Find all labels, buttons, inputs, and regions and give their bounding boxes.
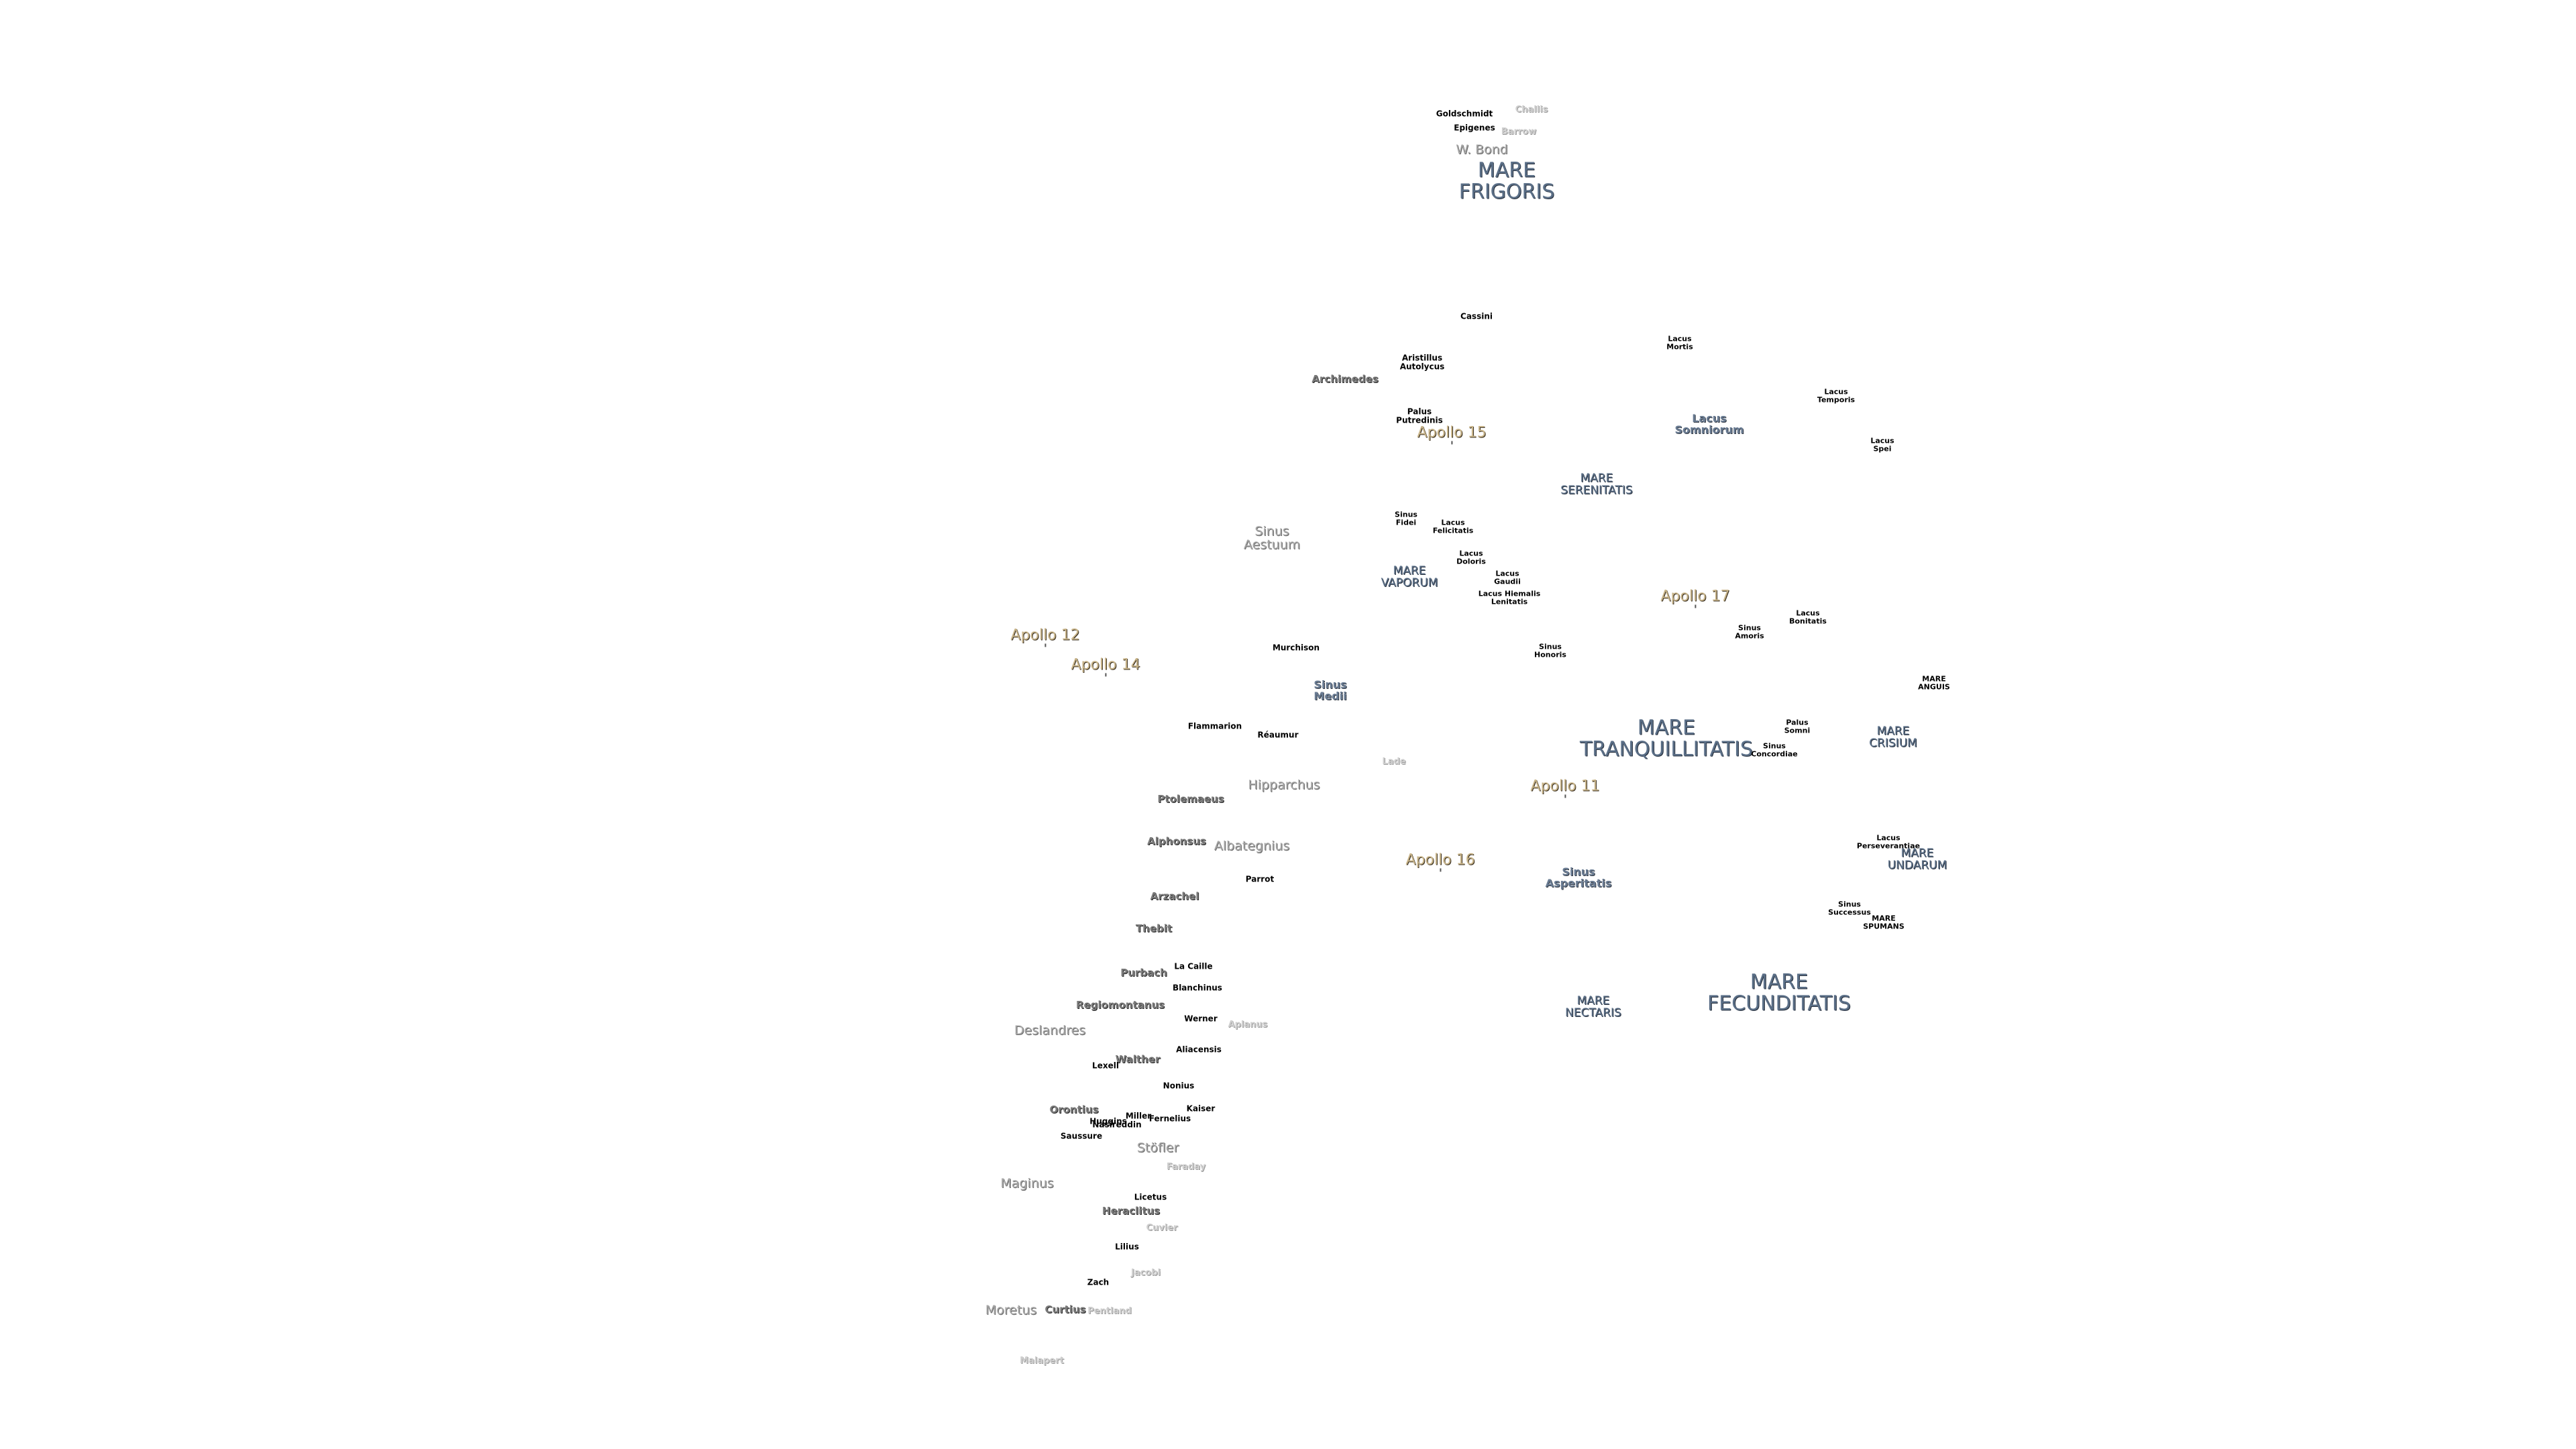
grey-label-deslandres: Deslandres [1014,1023,1086,1038]
crater-s-label-lexell: Lexell [1092,1061,1119,1071]
crater-s-label-flammarion: Flammarion [1187,721,1242,731]
mare-label-mare-undarum: MARE UNDARUM [1887,847,1947,872]
crater-label-alphonsus: Alphonsus [1147,835,1206,848]
crater-s-label-r-aumur: Réaumur [1257,730,1299,740]
crater-s-label-werner: Werner [1184,1014,1218,1024]
faint-label-malapert: Malapert [1020,1356,1064,1366]
crater-label-walther: Walther [1115,1053,1161,1066]
mare-label-mare-serenitatis: MARE SERENITATIS [1560,472,1633,497]
crater-s-label-nonius: Nonius [1163,1081,1195,1091]
lacus-s-label-sinus-successus: Sinus Successus [1828,900,1871,916]
grey-label-w-bond: W. Bond [1456,142,1508,158]
crater-s-label-parrot: Parrot [1245,874,1275,884]
lacus-s-label-lacus-temporis: Lacus Temporis [1817,387,1856,404]
lacus-s-label-lacus-gaudii: Lacus Gaudii [1494,569,1521,586]
crater-s-label-zach: Zach [1087,1277,1110,1287]
lacus-s-label-sinus-amoris: Sinus Amoris [1735,623,1764,640]
faint-label-barrow: Barrow [1501,127,1537,138]
lacus-s-label-sinus-concordiae: Sinus Concordiae [1751,741,1798,758]
grey-label-moretus: Moretus [985,1303,1037,1318]
crater-label-purbach: Purbach [1120,967,1167,979]
grey-label-hipparchus: Hipparchus [1248,777,1320,793]
faint-label-lade: Lade [1382,757,1406,767]
landing-site-apollo-16: Apollo 16 [1405,851,1475,869]
lacus-s-label-lacus-hiemalis-lenitatis: Lacus Hiemalis Lenitatis [1478,589,1541,606]
lacus-s-label-mare-spumans: MARE SPUMANS [1863,914,1904,930]
lacus-s-label-palus-somni: Palus Somni [1784,718,1811,735]
crater-s-label-palus-putredinis: Palus Putredinis [1396,407,1443,425]
crater-s-label-miller: Miller [1125,1111,1152,1121]
crater-s-label-lilius: Lilius [1115,1242,1139,1252]
lacus-s-label-mare-anguis: MARE ANGUIS [1918,674,1950,691]
crater-s-label-huggins: Huggins [1089,1116,1127,1126]
mare-label-mare-crisium: MARE CRISIUM [1869,724,1917,750]
crater-s-label-aliacensis: Aliacensis [1176,1044,1222,1055]
faint-label-jacobi: Jacobi [1130,1268,1161,1279]
crater-s-label-aristillus-autolycus: Aristillus Autolycus [1399,353,1445,371]
lacus-s-label-lacus-bonitatis: Lacus Bonitatis [1789,608,1827,625]
mare-label-mare-vaporum: MARE VAPORUM [1381,564,1438,590]
crater-s-label-cassini: Cassini [1460,311,1493,321]
faint-label-cuvier: Cuvier [1146,1223,1178,1234]
crater-label-curtius: Curtius [1044,1303,1086,1316]
lacus-label-sinus-asperitatis: Sinus Asperitatis [1545,865,1612,890]
mare-label-mare-tranquillitatis: MARE TRANQUILLITATIS [1579,716,1754,761]
lacus-s-label-lacus-spei: Lacus Spei [1870,436,1894,453]
landing-site-apollo-17: Apollo 17 [1660,588,1730,605]
crater-label-archimedes: Archimedes [1311,373,1379,386]
crater-label-heraclitus: Heraclitus [1102,1205,1161,1218]
landing-site-apollo-15: Apollo 15 [1417,424,1487,441]
landing-site-apollo-11: Apollo 11 [1530,777,1600,795]
crater-s-label-goldschmidt: Goldschmidt [1436,109,1493,119]
crater-s-label-licetus: Licetus [1134,1192,1167,1202]
grey-label-albategnius: Albategnius [1214,839,1290,854]
crater-s-label-epigenes: Epigenes [1454,123,1495,133]
crater-s-label-saussure: Saussure [1060,1131,1103,1141]
mare-label-mare-fecunditatis: MARE FECUNDITATIS [1707,970,1851,1015]
grey-label-maginus: Maginus [1000,1176,1054,1191]
landing-site-apollo-12: Apollo 12 [1010,627,1080,644]
faint-label-challis: Challis [1515,105,1548,115]
lacus-label-lacus-somniorum: Lacus Somniorum [1674,412,1744,436]
grey-label-sinus-aestuum: Sinus Aestuum [1243,524,1301,552]
crater-label-ptolemaeus: Ptolemaeus [1157,793,1224,806]
faint-label-aplanus: Aplanus [1228,1020,1268,1030]
crater-label-orontius: Orontius [1049,1104,1099,1116]
crater-s-label-nasireddin: Nasireddin [1092,1120,1142,1130]
lacus-s-label-lacus-mortis: Lacus Mortis [1666,334,1693,351]
faint-label-faraday: Faraday [1166,1162,1206,1173]
faint-label-pentland: Pentland [1087,1306,1132,1317]
crater-s-label-blanchinus: Blanchinus [1173,983,1222,993]
grey-label-st-fler: Stöfler [1136,1140,1179,1156]
lacus-s-label-lacus-perseverantiae: Lacus Perseverantiae [1856,833,1921,850]
lacus-label-sinus-medii: Sinus Medii [1313,678,1347,702]
crater-s-label-kaiser: Kaiser [1186,1104,1216,1114]
crater-s-label-murchison: Murchison [1272,643,1320,653]
lacus-s-label-lacus-felicitatis: Lacus Felicitatis [1432,518,1474,535]
crater-s-label-la-caille: La Caille [1174,961,1213,971]
lacus-s-label-sinus-honoris: Sinus Honoris [1534,642,1566,659]
crater-label-thebit: Thebit [1135,922,1173,935]
lacus-s-label-lacus-doloris: Lacus Doloris [1456,549,1486,566]
crater-label-arzachel: Arzachel [1150,890,1199,903]
crater-label-regiomontanus: Regiomontanus [1075,999,1165,1012]
lacus-s-label-sinus-fidei: Sinus Fidei [1395,510,1417,527]
mare-label-mare-frigoris: MARE FRIGORIS [1458,158,1555,203]
landing-site-apollo-14: Apollo 14 [1071,656,1140,674]
mare-label-mare-nectaris: MARE NECTARIS [1565,994,1621,1020]
crater-s-label-fernelius: Fernelius [1148,1114,1191,1124]
